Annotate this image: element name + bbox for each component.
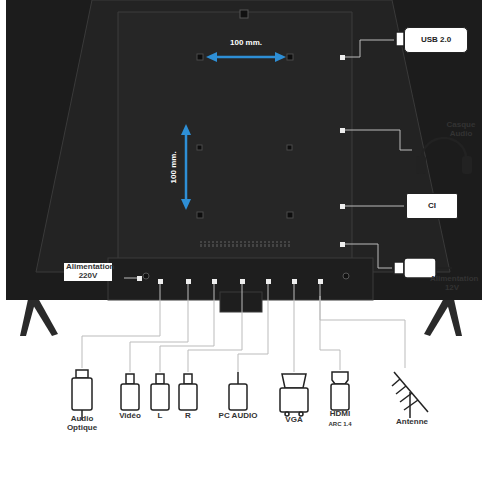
dimension-label: 100 mm. — [230, 39, 262, 48]
port-label: Vidéo — [119, 412, 141, 421]
port-label: Alimentation 12V — [430, 275, 474, 293]
icon-text: USB 2.0 — [421, 36, 451, 44]
usb-icon-box: USB 2.0 — [404, 27, 468, 53]
port-label: L — [158, 412, 163, 421]
port-label: PC AUDIO — [216, 412, 260, 421]
port-label: Alimentation 220V — [64, 263, 112, 281]
icon-text: CI — [428, 202, 436, 210]
version-note: ARC 1.4 — [328, 421, 351, 428]
ci-card-icon: CI — [406, 193, 458, 219]
port-label: Antenne — [396, 418, 428, 427]
dimension-label: 100 mm. — [170, 151, 179, 183]
port-label: HDMI — [330, 410, 350, 419]
port-label: VGA — [285, 416, 302, 425]
port-label: Casque Audio — [439, 121, 483, 139]
port-label: Audio Optique — [60, 415, 104, 433]
port-label: R — [185, 412, 191, 421]
